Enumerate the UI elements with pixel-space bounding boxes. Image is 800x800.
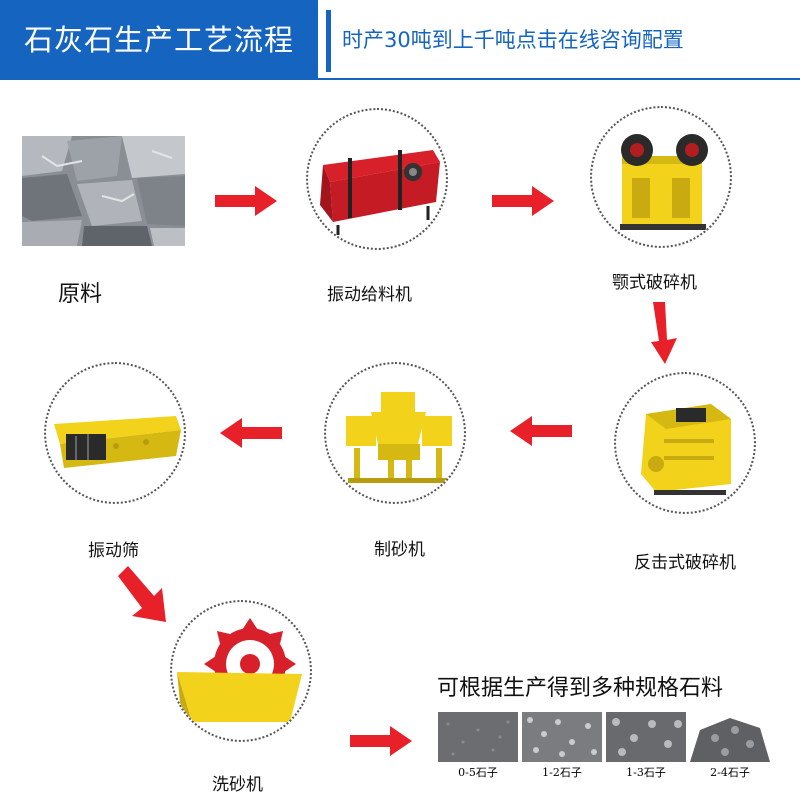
sample-label: 2-4石子 [710,766,750,779]
sample-image [606,712,686,762]
arrow-down-right-icon [118,566,174,630]
title-separator [326,10,331,72]
sand-washer-label: 洗砂机 [212,775,263,795]
arrow-down-icon [645,302,685,370]
feeder-node[interactable] [306,108,448,250]
sample-image [438,712,518,762]
sand-maker-node[interactable] [324,362,466,504]
sample-label: 1-2石子 [542,766,582,779]
vibrating-screen-node[interactable] [44,362,186,504]
sample-label: 0-5石子 [458,766,498,779]
page-title: 石灰石生产工艺流程 [0,0,318,80]
sand-washer-node[interactable] [170,600,312,742]
sand-maker-label: 制砂机 [374,540,425,560]
raw-material-label: 原料 [58,282,103,307]
sample-image [522,712,602,762]
jaw-crusher-node[interactable] [590,106,732,248]
result-caption: 可根据生产得到多种规格石料 [437,676,724,701]
impact-crusher-node[interactable] [614,372,756,514]
feeder-label: 振动给料机 [327,285,412,305]
arrow-right-icon [492,186,554,220]
impact-crusher-label: 反击式破碎机 [634,553,736,573]
consult-link[interactable]: 时产30吨到上千吨点击在线咨询配置 [342,28,684,52]
vibrating-screen-label: 振动筛 [88,541,139,561]
arrow-left-icon [220,418,282,452]
header-rule [0,78,800,80]
raw-material-image [22,136,185,246]
jaw-crusher-label: 颚式破碎机 [612,273,697,293]
arrow-left-icon [510,416,572,450]
arrow-right-icon [215,186,277,220]
arrow-right-icon [350,726,412,760]
sample-label: 1-3石子 [626,766,666,779]
sample-image [690,712,770,762]
